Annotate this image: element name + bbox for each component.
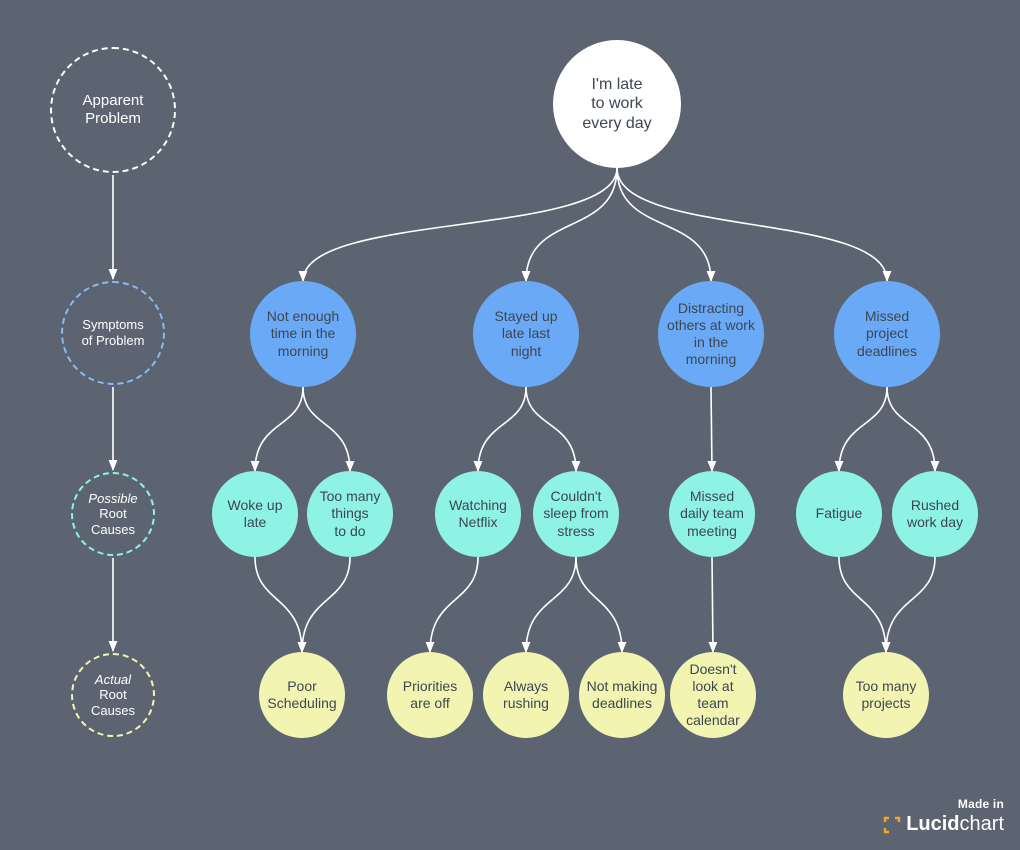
node-label: Rushed work day (906, 496, 964, 530)
made-in-label: Made in (957, 797, 1004, 811)
connector-arrow (298, 167, 618, 283)
node-label: Too many projects (855, 677, 917, 711)
node-label: Couldn't sleep from stress (543, 488, 609, 539)
node-label: Watching Netflix (449, 496, 507, 530)
connector-arrow (838, 556, 891, 654)
node-possible-cause: Watching Netflix (435, 471, 521, 557)
node-possible-cause: Rushed work day (892, 471, 978, 557)
node-label: Fatigue (815, 505, 863, 522)
legend-label: Apparent Problem (82, 92, 144, 127)
legend-symptoms: Symptoms of Problem (61, 281, 165, 385)
node-label: Missed daily team meeting (680, 488, 744, 539)
legend-emphasis: Actual (94, 671, 132, 687)
connector-arrow (834, 386, 888, 473)
node-actual-cause: Too many projects (843, 652, 929, 738)
connector-arrow (616, 167, 716, 283)
node-possible-cause: Too many things to do (307, 471, 393, 557)
node-actual-cause: Always rushing (483, 652, 569, 738)
node-label: Too many things to do (319, 488, 381, 539)
logo-light-text: chart (959, 813, 1004, 835)
connector-arrow (616, 167, 892, 283)
node-actual-cause: Not making deadlines (579, 652, 665, 738)
node-symptom: Distracting others at work in the mornin… (658, 281, 764, 387)
connector-arrow (525, 386, 581, 473)
lucidchart-logo: Lucidchart (883, 813, 1004, 836)
legend-label: Root Causes (90, 506, 136, 537)
node-label: Not making deadlines (586, 677, 658, 711)
connector-arrow (425, 556, 479, 654)
connector-arrow (881, 556, 936, 654)
node-label: Stayed up late last night (494, 308, 558, 359)
node-label: Priorities are off (402, 677, 458, 711)
connector-arrow (575, 556, 627, 654)
legend-label: Symptoms of Problem (81, 317, 145, 348)
node-possible-cause: Missed daily team meeting (669, 471, 755, 557)
node-possible-cause: Fatigue (796, 471, 882, 557)
connector-arrow (521, 167, 618, 283)
lucidchart-logo-icon (883, 816, 901, 833)
connector-arrow (521, 556, 577, 654)
node-label: Missed project deadlines (857, 308, 917, 359)
node-possible-cause: Couldn't sleep from stress (533, 471, 619, 557)
node-label: Not enough time in the morning (266, 308, 340, 359)
connector-arrow (254, 556, 307, 654)
node-label: Woke up late (227, 496, 283, 530)
node-label: Always rushing (503, 677, 549, 711)
legend-apparent-problem: Apparent Problem (50, 47, 176, 173)
node-label: I'm late to work every day (582, 75, 652, 132)
connector-arrow (302, 386, 355, 473)
node-possible-cause: Woke up late (212, 471, 298, 557)
connector-arrow (473, 386, 527, 473)
node-symptom: Not enough time in the morning (250, 281, 356, 387)
legend-emphasis: Possible (88, 490, 138, 506)
legend-label: Root Causes (90, 687, 136, 718)
node-label: Poor Scheduling (267, 677, 337, 711)
connector-arrow (708, 556, 718, 654)
node-label: Distracting others at work in the mornin… (667, 299, 755, 368)
node-apparent-problem: I'm late to work every day (553, 40, 681, 168)
connector-arrow (250, 386, 304, 473)
logo-bold-text: Lucid (906, 813, 960, 835)
connector-arrow (297, 556, 351, 654)
node-symptom: Stayed up late last night (473, 281, 579, 387)
node-label: Doesn't look at team calendar (686, 660, 740, 729)
node-actual-cause: Priorities are off (387, 652, 473, 738)
connector-arrow (886, 386, 940, 473)
node-actual-cause: Poor Scheduling (259, 652, 345, 738)
node-symptom: Missed project deadlines (834, 281, 940, 387)
node-actual-cause: Doesn't look at team calendar (670, 652, 756, 738)
lucidchart-brand[interactable]: Made in Lucidchart (883, 797, 1004, 836)
connector-arrow (707, 386, 717, 473)
